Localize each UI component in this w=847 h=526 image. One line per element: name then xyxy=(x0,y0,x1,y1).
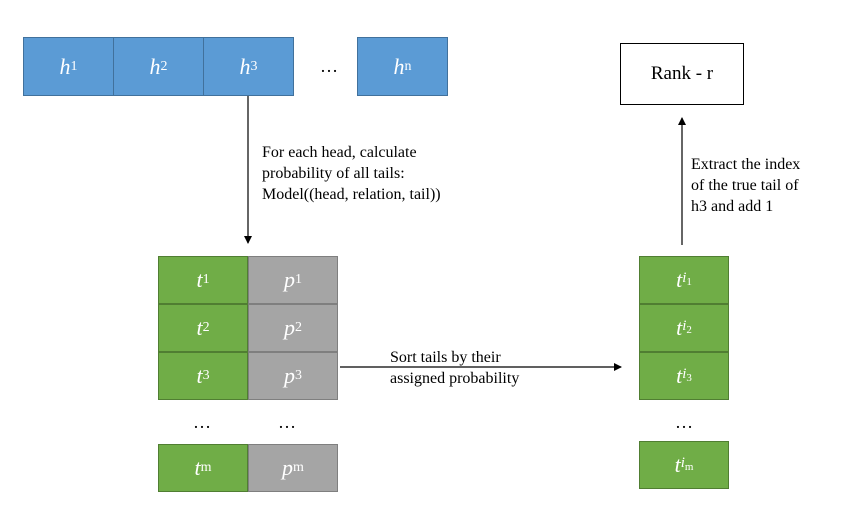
rank-box-label: Rank - r xyxy=(650,63,714,84)
sorted-tail-ellipsis: … xyxy=(675,412,694,432)
head-cell-h3-base: h xyxy=(239,53,251,79)
extract-note-line-2: of the true tail of xyxy=(691,177,799,194)
sort-note-line-2: assigned probability xyxy=(390,370,520,387)
head-cell-h2-base: h xyxy=(149,53,161,79)
prob-cell-p1-base: p xyxy=(284,267,295,292)
tail-cell-t1-base: t xyxy=(196,267,203,292)
rank-box: Rank - r xyxy=(620,43,744,105)
sorted-tail-cell-1-sub-text: i xyxy=(682,270,687,286)
tail-cell-tm-base: t xyxy=(194,455,201,480)
sorted-tail-cell-3-base: t xyxy=(676,363,683,388)
extract-note-line-3: h3 and add 1 xyxy=(691,198,774,215)
head-cell-h1-base: h xyxy=(59,53,71,79)
head-to-tails-note-line-2: probability of all tails: xyxy=(262,165,405,182)
sorted-tail-cell-2-subsub: 2 xyxy=(686,324,692,336)
sorted-tail-cell-3-subsub: 3 xyxy=(686,372,692,384)
tail-cell-t2-base: t xyxy=(196,315,203,340)
sorted-tail-cell-2-base: t xyxy=(676,315,683,340)
sorted-tail-cell-1-subsub: 1 xyxy=(686,276,692,288)
sorted-tail-cell-2-sub: i2 xyxy=(682,319,692,336)
sorted-tail-cell-m-subsub: m xyxy=(684,461,694,473)
sorted-tail-cell-3-sub: i3 xyxy=(682,367,692,384)
sorted-tail-cell-2-sub-text: i xyxy=(682,318,687,334)
extract-note-line-1: Extract the index xyxy=(691,156,801,173)
tail-cell-t3-base: t xyxy=(196,363,203,388)
sort-note: Sort tails by their assigned probability xyxy=(390,347,519,389)
prob-ellipsis: … xyxy=(278,412,297,432)
sorted-tail-cell-m-sub: im xyxy=(681,456,694,473)
sorted-tail-cell-m-base: t xyxy=(674,452,681,477)
head-ellipsis: … xyxy=(320,56,339,76)
sorted-tail-cell-1-base: t xyxy=(676,267,683,292)
prob-cell-p2-base: p xyxy=(284,315,295,340)
tail-ellipsis: … xyxy=(193,412,212,432)
sorted-tail-cell-3-sub-text: i xyxy=(682,366,687,382)
prob-cell-pm-base: p xyxy=(282,455,294,480)
extract-note: Extract the index of the true tail of h3… xyxy=(691,154,800,217)
prob-cell-p3-base: p xyxy=(284,363,295,388)
head-to-tails-note-line-3: Model((head, relation, tail)) xyxy=(262,186,441,203)
head-cell-hn-base: h xyxy=(393,53,405,79)
sort-note-line-1: Sort tails by their xyxy=(390,349,501,366)
sorted-tail-cell-m-sub-text: i xyxy=(680,455,685,471)
head-to-tails-note-line-1: For each head, calculate xyxy=(262,144,417,161)
head-to-tails-note: For each head, calculate probability of … xyxy=(262,142,441,205)
sorted-tail-cell-1-sub: i1 xyxy=(682,271,692,288)
